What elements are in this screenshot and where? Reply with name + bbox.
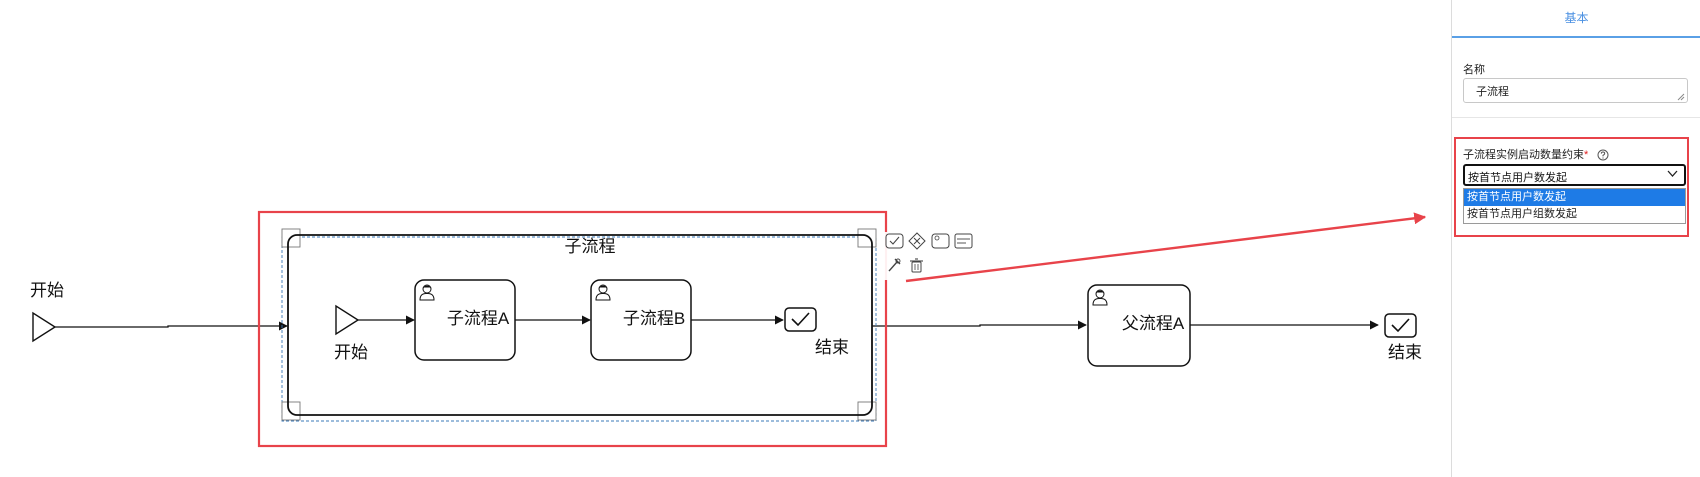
sequence-flows[interactable] bbox=[50, 315, 1379, 331]
bpmn-canvas[interactable]: 开始 子流程 开始 子流程A 子流程B 结束 bbox=[0, 0, 1451, 477]
constraint-label: 子流程实例启动数量约束* bbox=[1463, 146, 1609, 162]
panel-highlight bbox=[1454, 137, 1689, 237]
resize-handles[interactable] bbox=[281, 228, 877, 421]
constraint-label-text: 子流程实例启动数量约束 bbox=[1463, 149, 1584, 161]
name-label: 名称 bbox=[1463, 64, 1485, 76]
user-task-icon[interactable] bbox=[931, 233, 950, 249]
flow-start-to-subprocess[interactable] bbox=[50, 321, 288, 331]
context-pad[interactable] bbox=[884, 232, 979, 280]
section-divider bbox=[1452, 117, 1700, 118]
parent-task[interactable] bbox=[1087, 284, 1191, 367]
name-input[interactable]: 子流程 bbox=[1463, 78, 1688, 103]
inner-end-label: 结束 bbox=[815, 338, 849, 357]
properties-panel: 基本 名称 子流程 子流程实例启动数量约束* 按首节点用户数发起 按首节点用户数… bbox=[1451, 0, 1700, 477]
name-input-value: 子流程 bbox=[1476, 86, 1509, 98]
task-a-label: 子流程A bbox=[447, 309, 510, 328]
resize-handle-top-right[interactable] bbox=[857, 228, 877, 248]
trash-icon[interactable] bbox=[910, 258, 923, 273]
constraint-dropdown[interactable]: 按首节点用户数发起 按首节点用户组数发起 bbox=[1463, 188, 1686, 224]
outer-start-event[interactable] bbox=[32, 311, 57, 343]
dropdown-option-user-count[interactable]: 按首节点用户数发起 bbox=[1464, 189, 1685, 206]
flow-subprocess-to-parent-task[interactable] bbox=[872, 320, 1087, 330]
inner-end-event[interactable] bbox=[784, 307, 817, 332]
check-icon[interactable] bbox=[885, 233, 904, 249]
subprocess-title: 子流程 bbox=[565, 237, 616, 256]
subprocess-highlight bbox=[257, 210, 888, 448]
check-icon bbox=[791, 312, 810, 327]
constraint-select[interactable]: 按首节点用户数发起 bbox=[1463, 164, 1686, 186]
task-b-label: 子流程B bbox=[623, 309, 685, 328]
resize-handle-bottom-left[interactable] bbox=[281, 401, 301, 421]
parent-task-label: 父流程A bbox=[1122, 314, 1185, 333]
outer-end-label: 结束 bbox=[1388, 343, 1422, 362]
inner-start-label: 开始 bbox=[334, 343, 368, 362]
chevron-down-icon bbox=[1667, 170, 1678, 177]
task-b[interactable] bbox=[590, 279, 692, 361]
outer-end-event[interactable] bbox=[1384, 313, 1417, 338]
subprocess-icon[interactable] bbox=[954, 233, 973, 249]
annotation-arrow bbox=[905, 212, 1427, 283]
help-icon[interactable] bbox=[1597, 149, 1609, 161]
wrench-icon[interactable] bbox=[888, 258, 901, 272]
check-icon bbox=[1391, 318, 1410, 333]
selection-outline bbox=[281, 236, 877, 422]
select-value: 按首节点用户数发起 bbox=[1468, 172, 1567, 184]
outer-start-label: 开始 bbox=[30, 281, 64, 300]
inner-start-event[interactable] bbox=[335, 304, 360, 336]
subprocess-container[interactable] bbox=[287, 234, 873, 416]
dropdown-option-user-group-count[interactable]: 按首节点用户组数发起 bbox=[1467, 208, 1577, 220]
tab-basic[interactable]: 基本 bbox=[1452, 0, 1700, 38]
resize-handle-bottom-right[interactable] bbox=[857, 401, 877, 421]
required-mark: * bbox=[1584, 149, 1589, 161]
resize-grip-icon[interactable] bbox=[1677, 93, 1685, 101]
task-a[interactable] bbox=[414, 279, 516, 361]
gateway-icon[interactable] bbox=[908, 232, 926, 250]
